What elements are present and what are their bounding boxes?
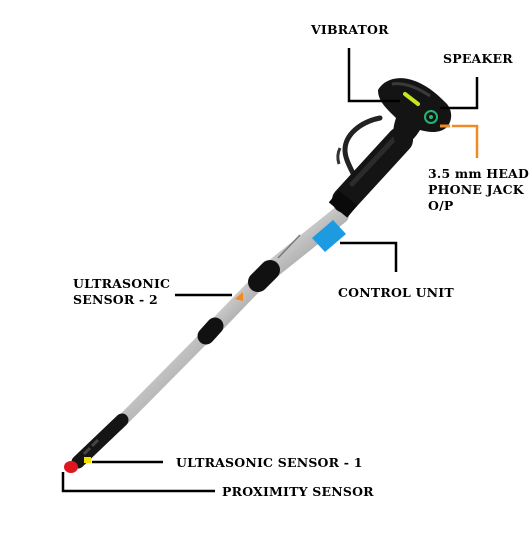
ultrasonic-1-marker xyxy=(84,457,91,463)
sensor-markers xyxy=(64,92,450,473)
proximity-leader xyxy=(61,472,215,493)
control-unit-label: CONTROL UNIT xyxy=(338,285,454,300)
ultrasonic-1-label: ULTRASONIC SENSOR - 1 xyxy=(176,455,363,470)
control-unit-leader xyxy=(340,241,398,272)
ultrasonic-2-label-line-2: SENSOR - 2 xyxy=(73,292,158,307)
leader-lines xyxy=(61,48,479,493)
speaker-leader xyxy=(440,77,479,110)
stick-shaft xyxy=(112,206,349,431)
vibrator-marker xyxy=(403,92,420,106)
jack-leader xyxy=(452,124,479,158)
handle-head xyxy=(378,78,452,147)
vibrator-leader xyxy=(347,48,400,103)
proximity-label: PROXIMITY SENSOR xyxy=(222,484,374,499)
joint-collars xyxy=(197,260,280,345)
ultrasonic-2-label-line-1: ULTRASONIC xyxy=(73,276,171,291)
headphone-jack-label-line-3: O/P xyxy=(428,198,454,213)
speaker-label: SPEAKER xyxy=(443,51,513,66)
foam-grip xyxy=(328,127,413,218)
ultrasonic-2-marker xyxy=(235,292,243,301)
speaker-marker-dot xyxy=(429,115,433,119)
headphone-jack-label-line-1: 3.5 mm HEAD xyxy=(428,166,529,181)
headphone-jack-label-line-2: PHONE JACK xyxy=(428,182,524,197)
control-unit-box xyxy=(312,220,346,252)
vibrator-label: VIBRATOR xyxy=(311,22,389,37)
speaker-marker xyxy=(424,110,438,124)
stick-tip xyxy=(71,413,129,469)
proximity-marker xyxy=(64,461,78,473)
